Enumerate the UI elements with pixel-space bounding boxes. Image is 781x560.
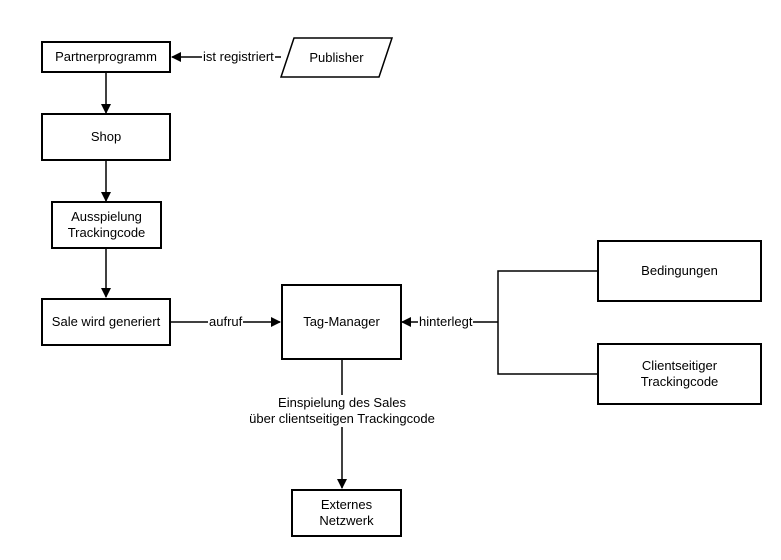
node-sale-label: Sale wird generiert <box>51 314 161 329</box>
edge-label-einspielung-line1: Einspielung des Sales <box>278 395 406 410</box>
node-ausspielung-line2: Trackingcode <box>67 225 146 240</box>
edge-label-hinterlegt: hinterlegt <box>418 314 474 330</box>
node-tag-manager: Tag-Manager <box>281 284 402 360</box>
edge-label-aufruf: aufruf <box>208 314 244 330</box>
node-externes-line2: Netzwerk <box>319 513 374 528</box>
node-shop: Shop <box>41 113 171 161</box>
node-bedingungen: Bedingungen <box>597 240 762 302</box>
node-ausspielung: Ausspielung Trackingcode <box>51 201 162 249</box>
node-clientseitiger-line2: Trackingcode <box>640 374 719 389</box>
node-ausspielung-line1: Ausspielung <box>71 209 142 224</box>
node-externes-line1: Externes <box>320 497 373 512</box>
edge-label-einspielung: Einspielung des Sales über clientseitige… <box>232 395 452 427</box>
edge-label-einspielung-line2: über clientseitigen Trackingcode <box>249 411 435 426</box>
node-clientseitiger-line1: Clientseitiger <box>641 358 718 373</box>
edge-label-ist-registriert: ist registriert <box>202 49 275 65</box>
node-sale: Sale wird generiert <box>41 298 171 346</box>
node-publisher-label: Publisher <box>309 50 364 65</box>
node-externes-netzwerk: Externes Netzwerk <box>291 489 402 537</box>
node-partnerprogramm: Partnerprogramm <box>41 41 171 73</box>
node-shop-label: Shop <box>90 129 122 144</box>
edge-bracket <box>497 270 597 375</box>
node-bedingungen-label: Bedingungen <box>641 263 718 278</box>
node-publisher: Publisher <box>281 38 392 77</box>
node-clientseitiger: Clientseitiger Trackingcode <box>597 343 762 405</box>
publisher-shape <box>279 37 394 78</box>
node-tag-manager-label: Tag-Manager <box>303 314 380 329</box>
node-partnerprogramm-label: Partnerprogramm <box>55 49 157 64</box>
